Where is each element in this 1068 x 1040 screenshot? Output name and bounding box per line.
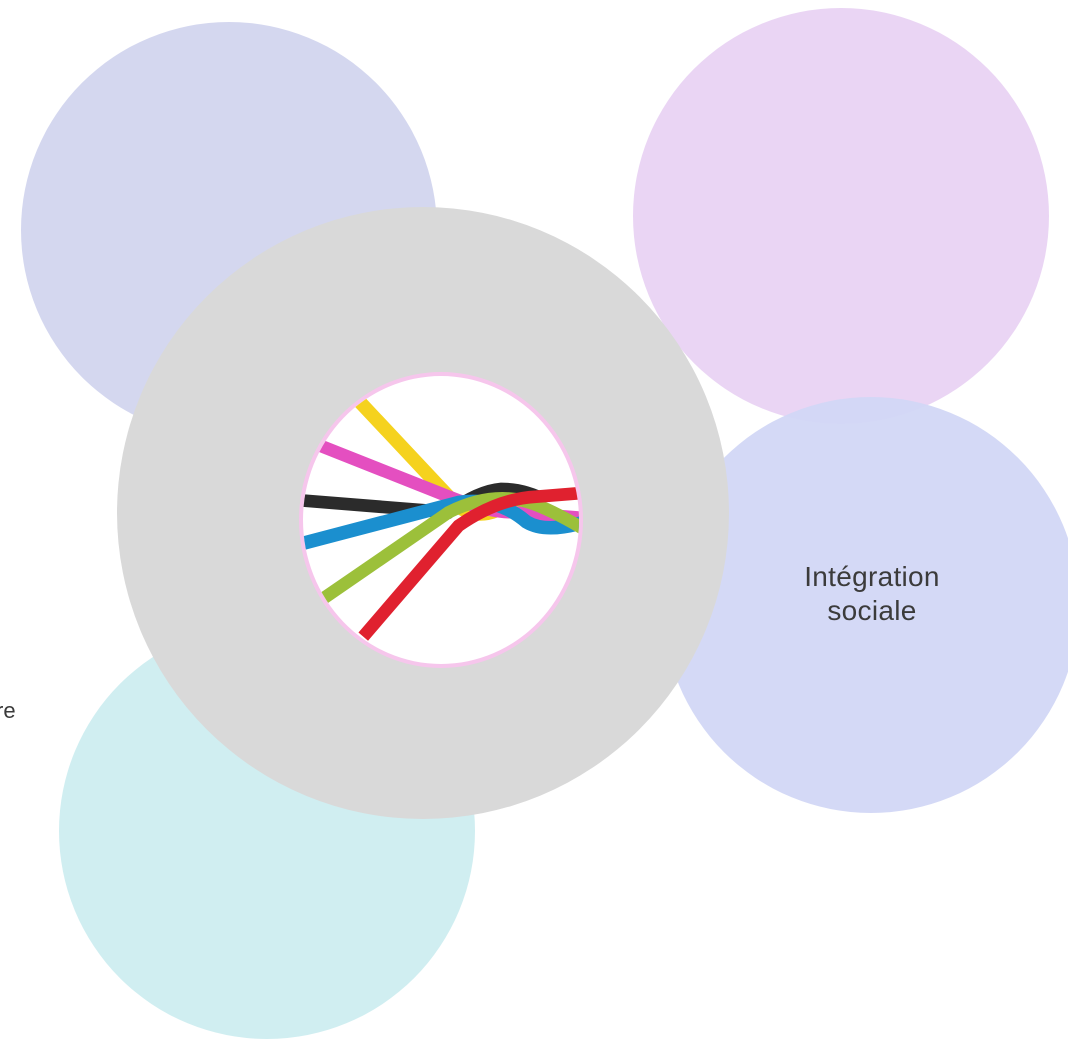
bubble-top-right bbox=[633, 8, 1049, 424]
integration-sociale-label: Intégration sociale bbox=[742, 560, 1002, 628]
partial-left-label: re bbox=[0, 698, 16, 723]
hub-image-braided-cords bbox=[299, 372, 583, 668]
bubble-integration-sociale bbox=[663, 397, 1068, 813]
label-line-1: Intégration bbox=[804, 561, 940, 592]
label-line-2: sociale bbox=[827, 595, 917, 626]
cord-red bbox=[358, 486, 579, 641]
braided-cords-icon bbox=[303, 396, 579, 641]
cord-green bbox=[320, 492, 579, 603]
